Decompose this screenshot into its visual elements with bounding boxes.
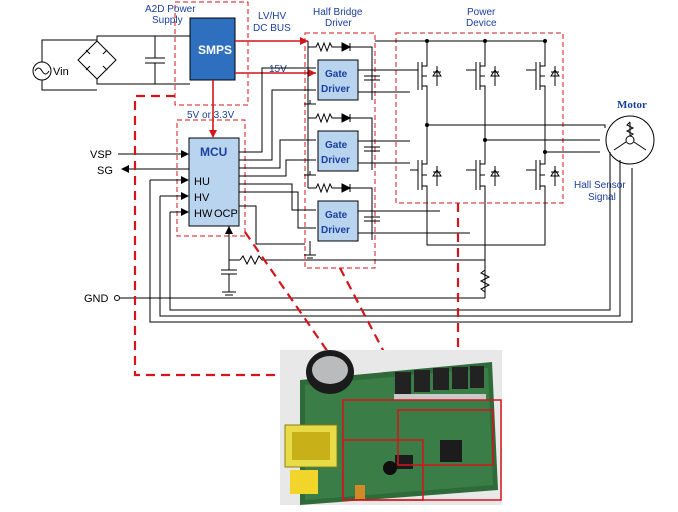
- ocp-resistor-icon: [239, 254, 485, 266]
- dcbus-label-1: LV/HV: [258, 11, 286, 22]
- v5-label: 5V or 3.3V: [187, 110, 235, 121]
- power-device-outline: [395, 32, 564, 204]
- a2d-title-1: A2D Power: [145, 4, 196, 15]
- ocp-pin-label: OCP: [214, 208, 238, 220]
- ocp-cap-icon: [221, 260, 237, 296]
- mcu-block: [188, 137, 240, 227]
- smps-label: SMPS: [198, 43, 232, 57]
- dcbus-label-2: DC BUS: [253, 23, 291, 34]
- gate-driver-1: Gate Driver: [317, 59, 359, 101]
- gate-driver-2: Gate Driver: [317, 130, 359, 172]
- bulk-capacitor-icon: [145, 36, 165, 84]
- halfbridge-title-2: Driver: [325, 18, 352, 29]
- hall-title-1: Hall Sensor: [574, 180, 626, 191]
- sg-label: SG: [97, 165, 113, 177]
- bridge-rectifier-icon: [77, 40, 117, 80]
- smps-block: [189, 17, 236, 81]
- motor-icon: [605, 115, 655, 165]
- hu-pin-label: HU: [194, 176, 210, 188]
- motor-label: Motor: [617, 99, 647, 111]
- callout-mcu: [244, 231, 376, 421]
- svg-text:Gate: Gate: [325, 69, 348, 80]
- a2d-power-supply-outline: [174, 1, 249, 106]
- svg-text:Gate: Gate: [325, 210, 348, 221]
- halfbridge-title-1: Half Bridge: [313, 7, 363, 18]
- hw-pin-label: HW: [194, 208, 213, 220]
- mcu-outline: [176, 119, 246, 237]
- gnd-label: GND: [84, 293, 109, 305]
- sine-glyph: [34, 67, 50, 75]
- hall-u-wire: [149, 168, 633, 323]
- svg-text:Gate: Gate: [325, 140, 348, 151]
- v15-label: 15V: [269, 64, 287, 75]
- svg-text:Driver: Driver: [321, 225, 350, 236]
- svg-text:Driver: Driver: [321, 84, 350, 95]
- pcb-photo: [280, 350, 502, 505]
- hall-title-2: Signal: [588, 192, 616, 203]
- vin-label: Vin: [53, 66, 69, 78]
- gate-driver-3: Gate Driver: [317, 200, 359, 242]
- power-title-1: Power: [467, 7, 496, 18]
- vsp-label: VSP: [90, 149, 112, 161]
- mcu-label: MCU: [200, 145, 227, 159]
- mosfet-bridge: [375, 40, 560, 298]
- svg-text:Driver: Driver: [321, 155, 350, 166]
- hv-pin-label: HV: [194, 192, 210, 204]
- power-title-2: Device: [466, 18, 497, 29]
- a2d-title-2: Supply: [152, 15, 183, 26]
